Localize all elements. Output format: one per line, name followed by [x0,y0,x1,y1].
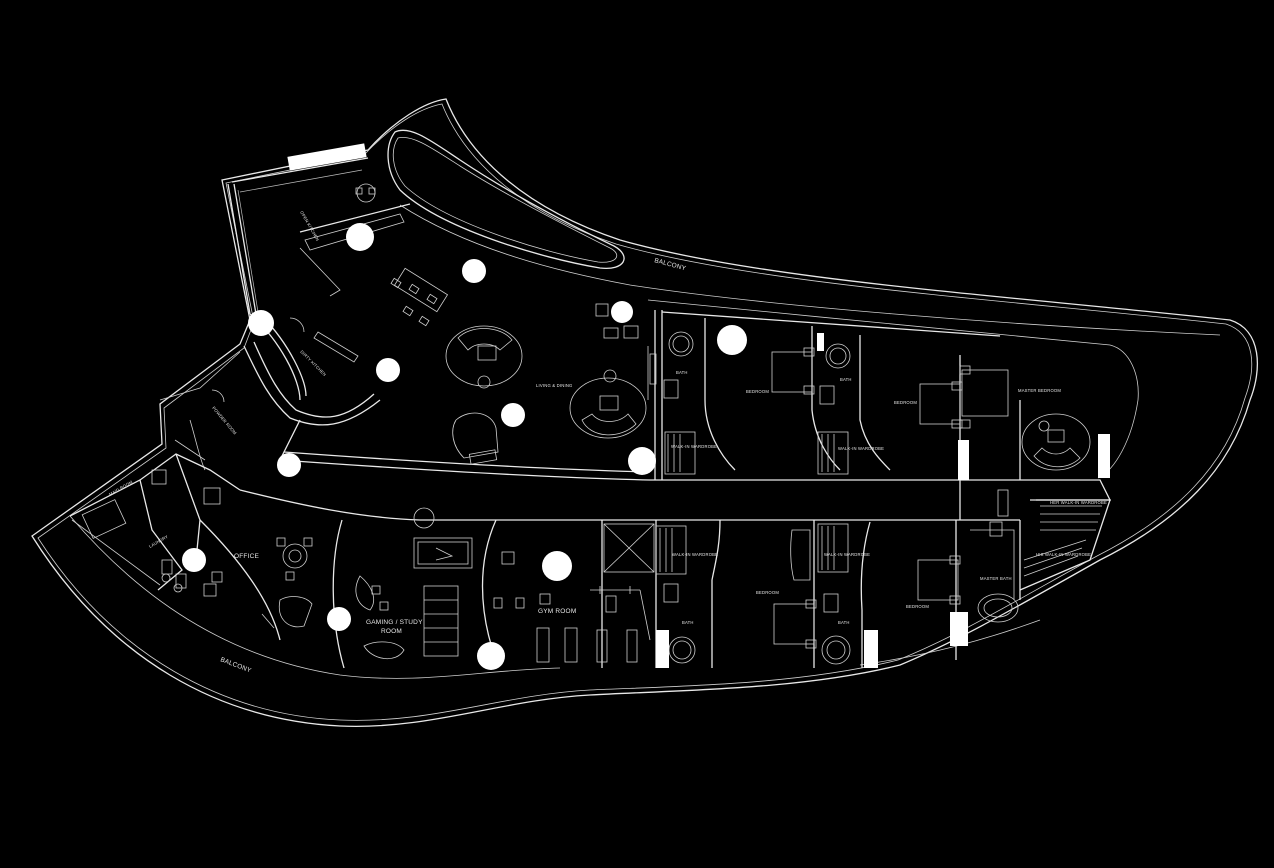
marker-dot [327,607,351,631]
label-walkin-1: WALK-IN WARDROBE [671,444,717,449]
marker-dot [542,551,572,581]
label-bath-2: BATH [840,377,852,382]
marker-dot [248,310,274,336]
label-gaming-line1: GAMING / STUDY [366,619,423,626]
markers [182,223,747,670]
upper-balcony [387,129,1221,479]
marker-dot [501,403,525,427]
label-gym: GYM ROOM [538,608,576,615]
label-gaming-line2: ROOM [381,628,402,635]
label-walkin-3: WALK-IN WARDROBE [672,552,718,557]
label-bath-4: BATH [838,620,850,625]
label-bath-3: BATH [682,620,694,625]
label-master-bedroom: MASTER BEDROOM [1018,388,1061,393]
label-bedroom-4: BEDROOM [906,604,929,609]
office-service-zone [69,453,313,641]
marker-dot [277,453,301,477]
kitchen-wing [159,157,411,471]
bedroom-wing-north [661,311,1091,480]
label-bath-1: BATH [676,370,688,375]
bedroom-wing-south [601,519,1021,668]
label-office: OFFICE [234,553,259,560]
gaming-study-room [332,519,473,669]
marker-dot [182,548,206,572]
label-walkin-2: WALK-IN WARDROBE [838,446,884,451]
label-master-bath: MASTER BATH [980,576,1012,581]
label-his-walkin: HIS WALK-IN WARDROBE [1036,552,1091,557]
marker-dot [611,301,633,323]
label-walkin-4: WALK-IN WARDROBE [824,552,870,557]
wall-pads [287,143,1110,668]
living-dining [279,267,1020,481]
marker-dot [628,447,656,475]
label-hers-walkin: HER WALK-IN WARDROBE [1050,500,1107,505]
label-bedroom-3: BEDROOM [756,590,779,595]
label-bedroom-1: BEDROOM [746,389,769,394]
marker-dot [462,259,486,283]
central-corridor [239,479,1112,591]
marker-dot [477,642,505,670]
label-living-dining: LIVING & DINING [536,383,573,388]
label-bedroom-2: BEDROOM [894,400,917,405]
marker-dot [717,325,747,355]
marker-dot [376,358,400,382]
marker-dot [346,223,374,251]
